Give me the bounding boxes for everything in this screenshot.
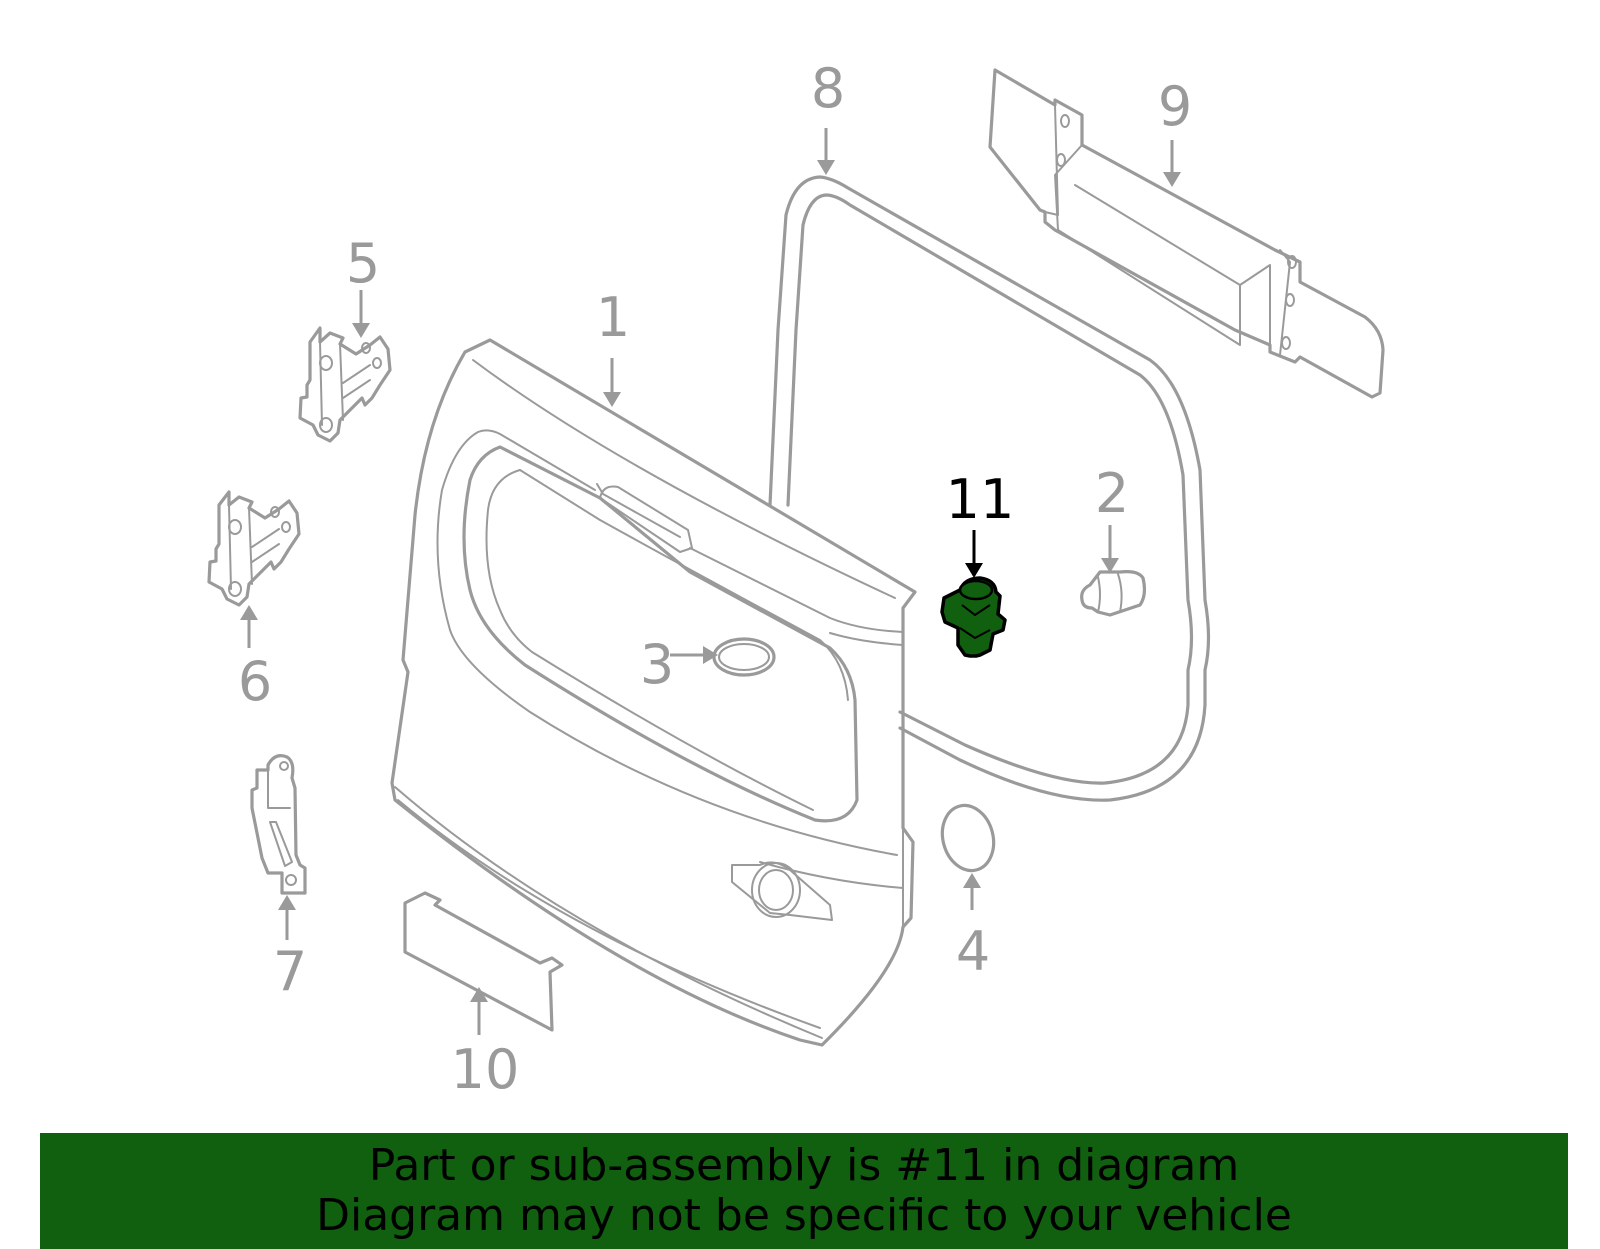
part-5-hinge[interactable] — [298, 326, 392, 443]
callout-3: 3 — [640, 633, 674, 696]
callout-7: 7 — [273, 940, 307, 1003]
callout-1: 1 — [596, 286, 630, 349]
callout-4: 4 — [956, 920, 990, 983]
part-9-spoiler[interactable] — [988, 68, 1385, 399]
part-1-handle-recess — [731, 861, 833, 921]
banner-line-2: Diagram may not be specific to your vehi… — [316, 1190, 1292, 1241]
part-10-trim-strip[interactable] — [403, 891, 564, 1032]
part-3-emblem[interactable] — [712, 637, 776, 677]
callout-10: 10 — [451, 1038, 520, 1101]
part-1-liftgate[interactable] — [390, 338, 917, 1047]
banner-line-1: Part or sub-assembly is #11 in diagram — [368, 1140, 1240, 1191]
part-2-bumper-stop[interactable] — [1080, 570, 1147, 617]
part-7-bracket[interactable] — [250, 754, 307, 895]
callout-5: 5 — [346, 232, 380, 295]
callout-6: 6 — [238, 650, 272, 713]
callout-11: 11 — [946, 468, 1015, 531]
part-6-hinge[interactable] — [207, 490, 301, 607]
part-1-window-opening — [462, 445, 859, 823]
callout-2: 2 — [1095, 462, 1129, 525]
callout-8: 8 — [811, 57, 845, 120]
callout-9: 9 — [1158, 75, 1192, 138]
info-banner: Part or sub-assembly is #11 in diagram D… — [40, 1133, 1568, 1249]
part-11-latch[interactable] — [940, 576, 1007, 658]
part-4-plug[interactable] — [935, 800, 1000, 877]
part-8-weatherstrip[interactable] — [768, 175, 1211, 802]
leader-arrows — [240, 128, 1181, 1035]
